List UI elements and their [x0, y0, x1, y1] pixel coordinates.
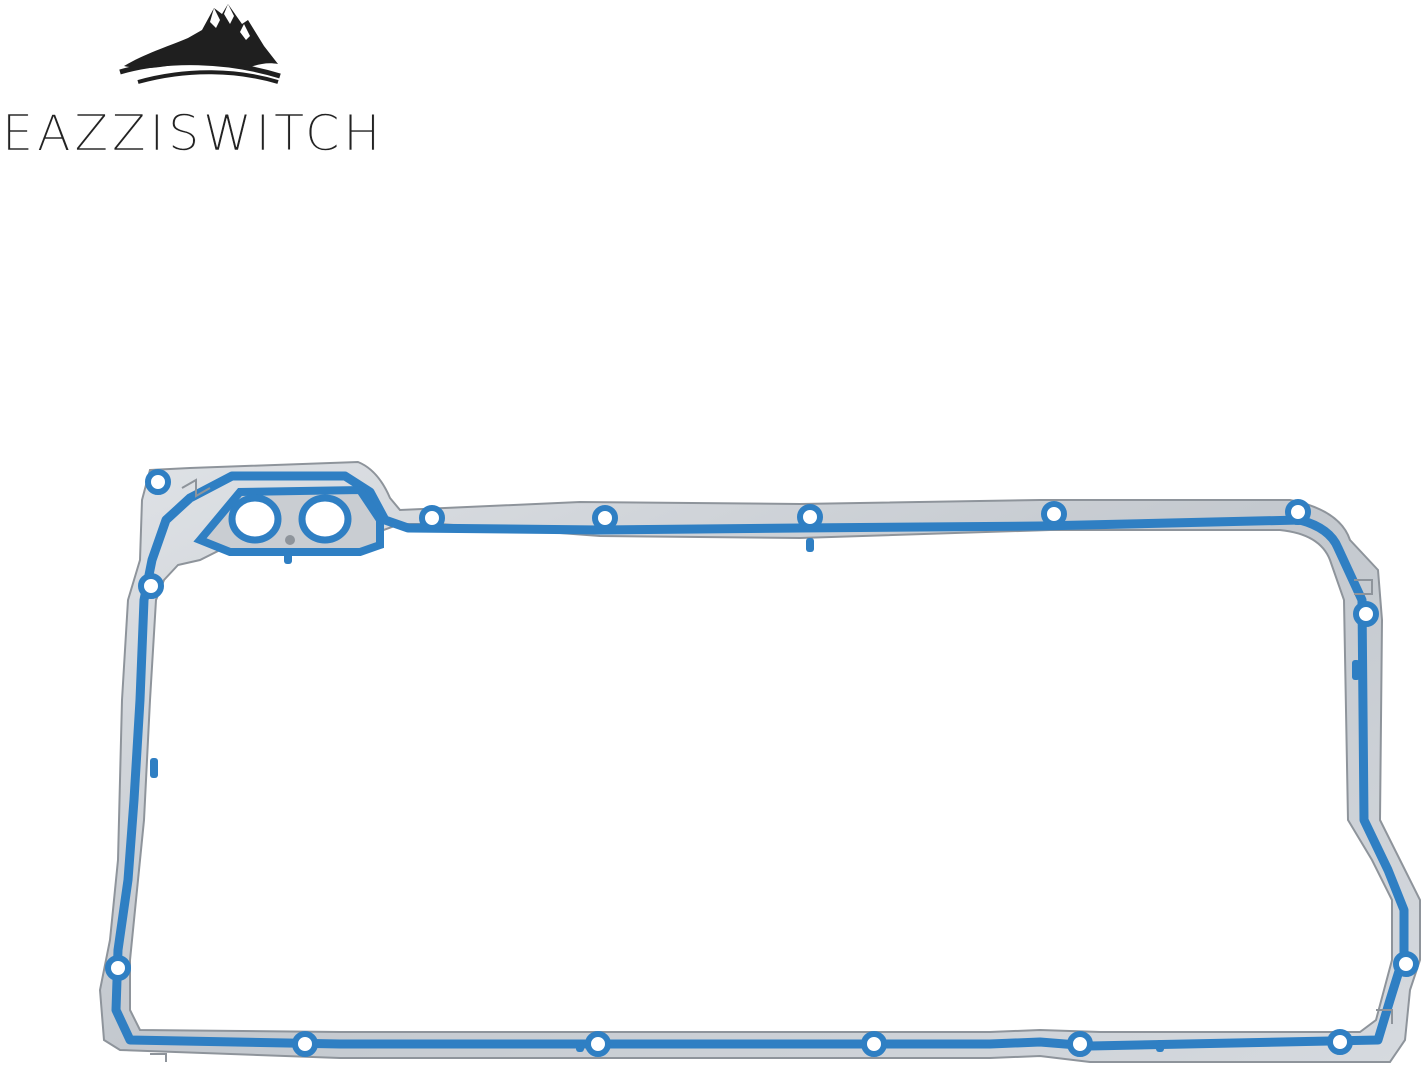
bolt-hole [105, 955, 131, 981]
brand-name: EAZZISWITCH [2, 105, 385, 162]
bolt-hole [861, 1031, 887, 1057]
bolt-hole [145, 469, 171, 495]
mountain-road-icon [119, 4, 281, 84]
bolt-hole [419, 505, 445, 531]
bolt-hole [292, 1031, 318, 1057]
bolt-hole [585, 1031, 611, 1057]
gasket-port-openings [193, 485, 384, 556]
gasket-bolt-holes [105, 469, 1419, 1057]
bolt-hole [592, 505, 618, 531]
bolt-hole [1285, 499, 1311, 525]
bolt-hole [1353, 601, 1379, 627]
bolt-hole [138, 573, 164, 599]
brand-logo: EAZZISWITCH [0, 0, 410, 170]
gasket-tabs [150, 538, 1360, 1052]
bolt-hole [1393, 951, 1419, 977]
bolt-hole [797, 504, 823, 530]
bolt-hole [1067, 1031, 1093, 1057]
bolt-hole [1041, 501, 1067, 527]
bolt-hole [1327, 1029, 1353, 1055]
gasket-embossed-marks [150, 478, 1393, 1062]
gasket-rubber-seal [111, 471, 1409, 1051]
